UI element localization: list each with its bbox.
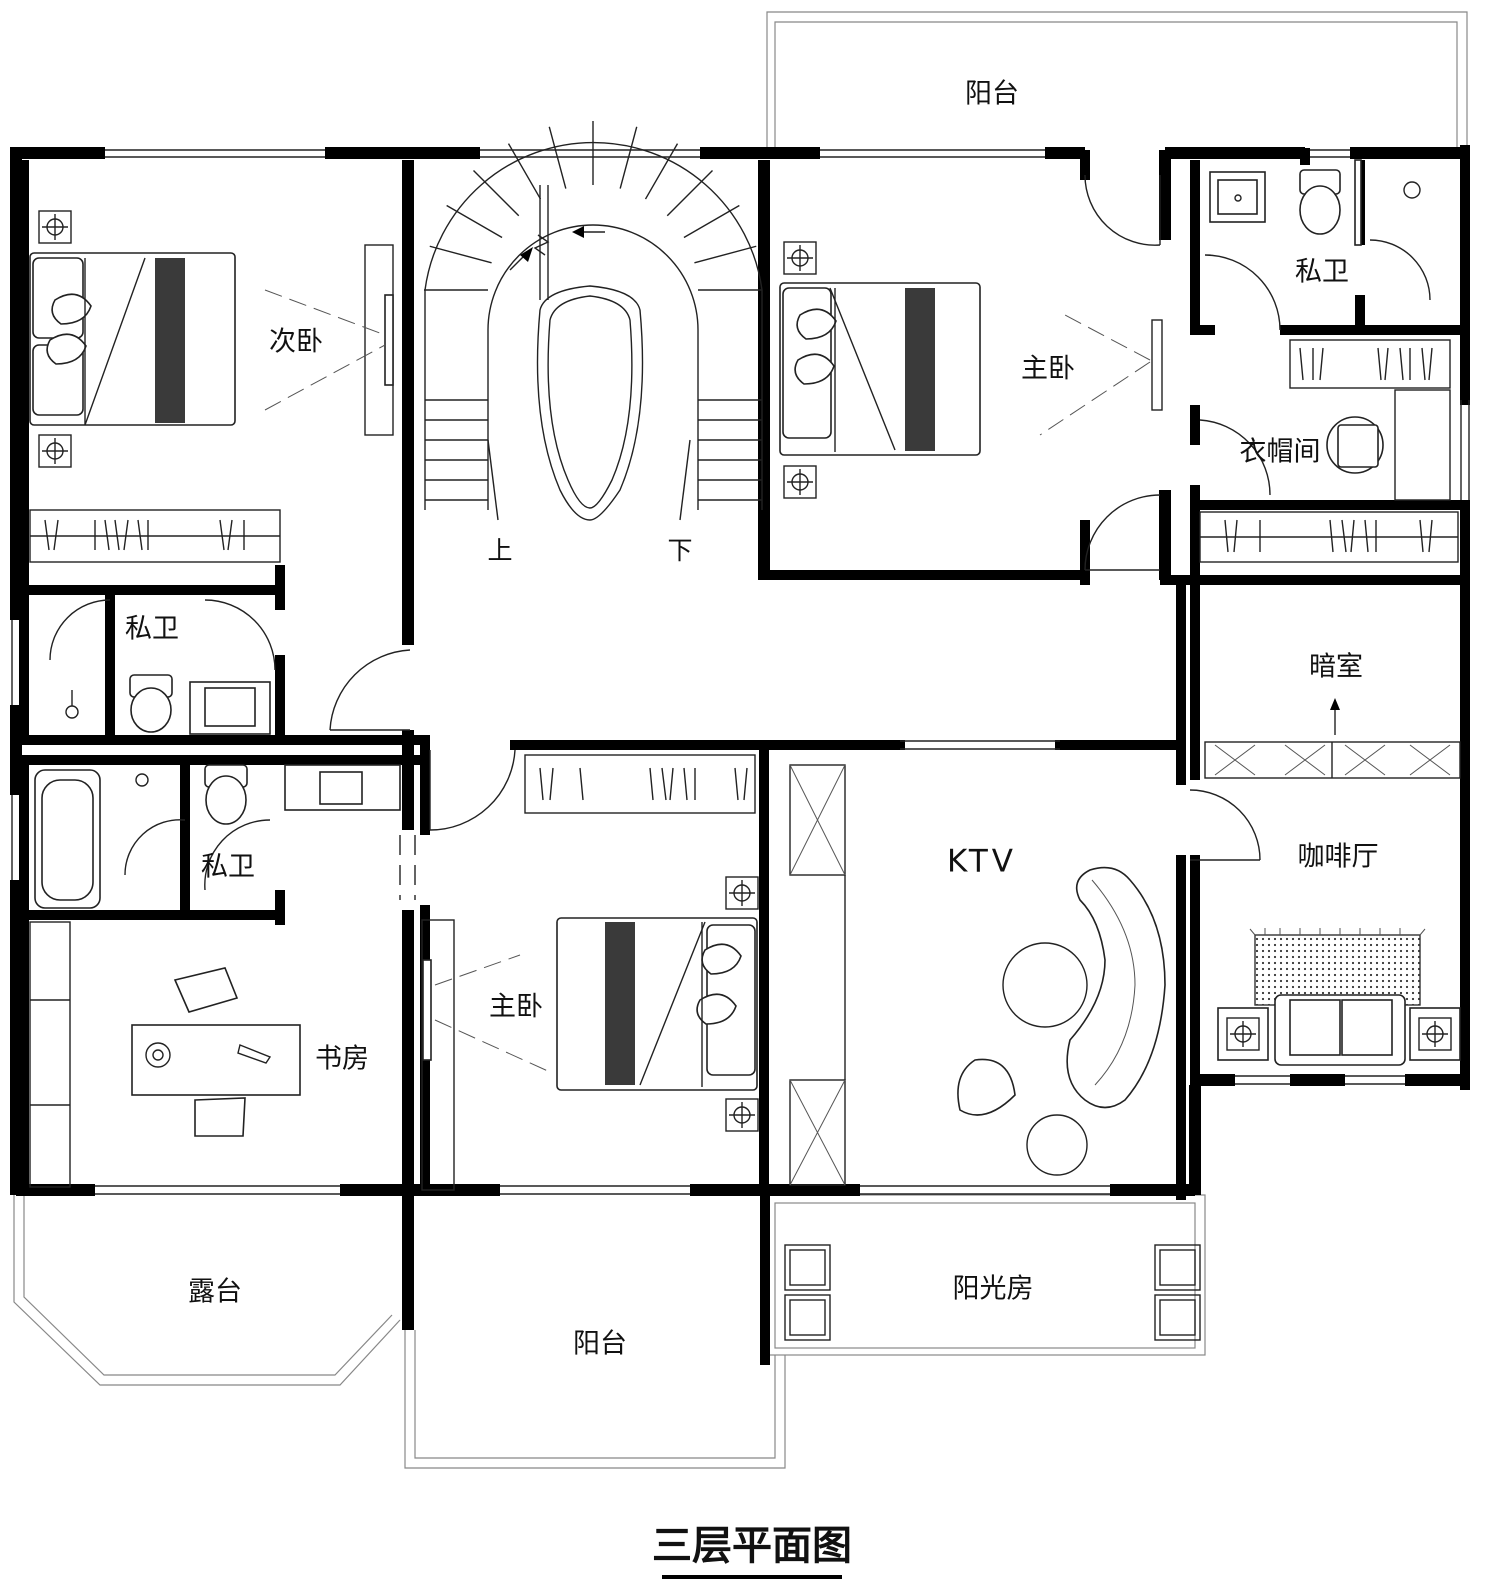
study-furniture <box>29 921 301 1188</box>
sunroom-furniture <box>784 1244 1201 1341</box>
terrace-label: 露台 <box>188 1277 242 1308</box>
bath-left-upper-label: 私卫 <box>125 614 179 645</box>
stair-tread <box>619 126 638 189</box>
top-right-bath-fixtures <box>1209 159 1421 246</box>
cafe-furniture <box>1217 928 1461 1066</box>
bath-left-lower-fixtures <box>34 764 416 909</box>
balcony-top-label: 阳台 <box>965 79 1019 110</box>
master-bedroom-top-label: 主卧 <box>1021 354 1075 385</box>
ktv-label: KTV <box>947 844 1017 880</box>
stair-tread <box>548 126 567 189</box>
second-bedroom-furniture <box>29 210 394 563</box>
study-label: 书房 <box>315 1044 369 1075</box>
plan-title: 三层平面图 <box>652 1523 852 1569</box>
stair-tread <box>429 245 492 264</box>
balcony-top-railing <box>766 11 1468 150</box>
stair-tread <box>473 170 520 217</box>
stair-tread <box>666 170 713 217</box>
stair-tread <box>694 245 757 264</box>
stair-tread <box>683 204 740 239</box>
master-bedroom-top-furniture <box>779 241 1163 499</box>
walls <box>10 145 1470 1330</box>
stair-down-label: 下 <box>667 536 692 565</box>
sunroom-label: 阳光房 <box>953 1274 1034 1305</box>
stair-up-label: 上 <box>487 536 512 565</box>
darkroom-fixtures <box>1204 698 1461 779</box>
cloakroom-label: 衣帽间 <box>1240 437 1321 468</box>
terrace-railing <box>13 1195 401 1386</box>
cloakroom-furniture <box>1199 339 1459 563</box>
second-bedroom-label: 次卧 <box>269 327 323 358</box>
cafe-label: 咖啡厅 <box>1298 842 1379 873</box>
sunroom-railing <box>760 1190 1206 1365</box>
ktv-furniture <box>789 764 1166 1186</box>
bath-left-upper-fixtures <box>65 674 271 735</box>
balcony-bottom-label: 阳台 <box>573 1329 627 1360</box>
spiral-stair: 上 下 <box>424 121 763 565</box>
master-bedroom-bottom-label: 主卧 <box>489 992 543 1023</box>
stair-tread <box>644 143 679 200</box>
doors <box>49 174 1431 891</box>
stair-tread <box>446 204 503 239</box>
bath-left-lower-label: 私卫 <box>201 852 255 883</box>
master-bath-top-label: 私卫 <box>1295 257 1349 288</box>
balcony-bottom-railing <box>404 1330 786 1469</box>
darkroom-label: 暗室 <box>1309 652 1363 683</box>
stair-tread <box>507 143 542 200</box>
master-bedroom-bottom-furniture <box>421 754 759 1191</box>
